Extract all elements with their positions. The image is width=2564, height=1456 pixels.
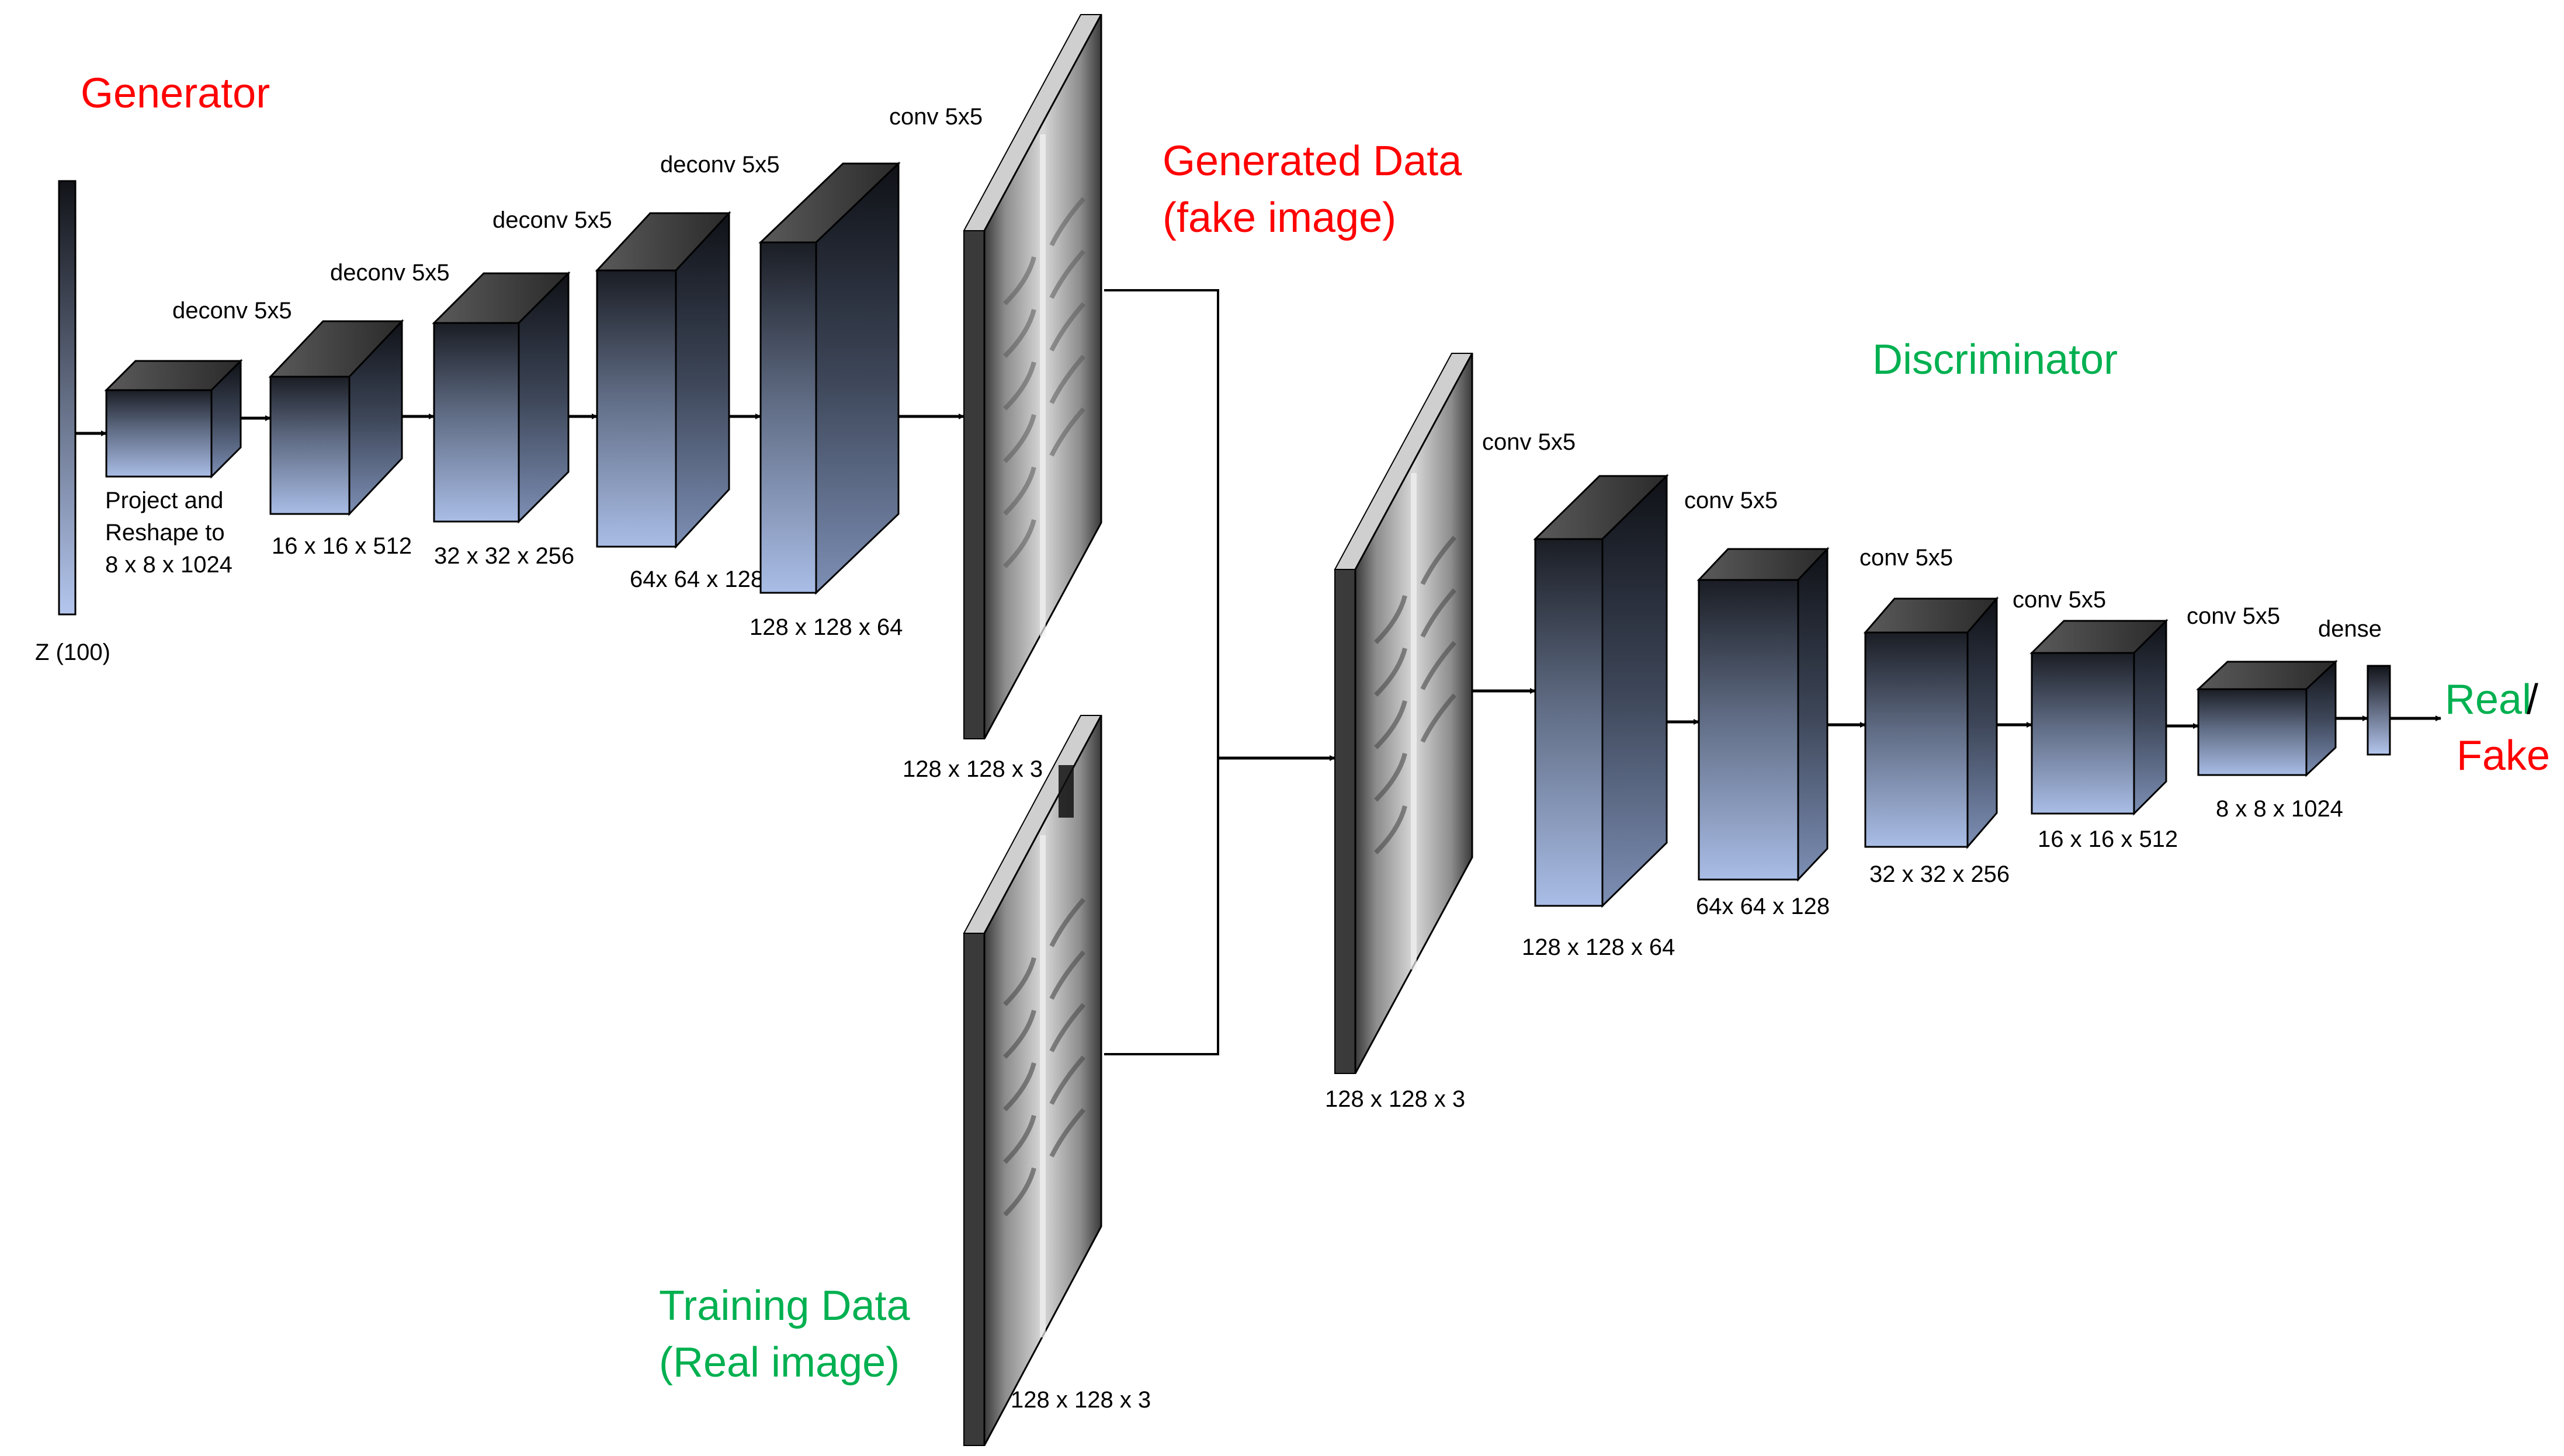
disc-layer-2-block (1696, 547, 1830, 882)
generator-title: Generator (81, 70, 270, 117)
training-data-title-1: Training Data (659, 1283, 910, 1329)
disc-dims-label-1: 128 x 128 x 64 (1522, 934, 1675, 960)
disc-op-label-2: conv 5x5 (1859, 545, 1953, 571)
project-label-3: 8 x 8 x 1024 (105, 552, 233, 578)
disc-layer-4-block (2029, 618, 2169, 816)
project-reshape-block (104, 359, 243, 479)
gen-dims-label-2: 32 x 32 x 256 (434, 543, 574, 569)
gen-layer-3-block (595, 211, 731, 549)
disc-dims-label-3: 32 x 32 x 256 (1869, 861, 2010, 887)
gen-op-label-4: deconv 5x5 (660, 152, 780, 178)
generated-data-title-1: Generated Data (1163, 138, 1462, 185)
disc-input-dims-label: 128 x 128 x 3 (1325, 1086, 1465, 1112)
disc-layer-3-block (1863, 596, 1999, 850)
gen-op-label-2: deconv 5x5 (330, 260, 450, 286)
training-data-title-2: (Real image) (659, 1339, 900, 1386)
project-label-1: Project and (105, 488, 223, 513)
gen-layer-4-block (758, 161, 901, 595)
z-vector-bar (58, 180, 77, 616)
disc-op-label-1: conv 5x5 (1684, 488, 1778, 513)
disc-op-label-3: conv 5x5 (2013, 587, 2106, 613)
disc-dims-label-5: 8 x 8 x 1024 (2216, 796, 2343, 822)
gen-dims-label-3: 64x 64 x 128 (630, 567, 764, 592)
generated-data-title-2: (fake image) (1163, 194, 1396, 241)
dense-layer-bar (2367, 665, 2391, 756)
disc-dims-label-2: 64x 64 x 128 (1696, 894, 1830, 919)
gen-dims-label-4: 128 x 128 x 64 (750, 614, 903, 640)
gen-layer-1-block (268, 319, 404, 516)
gen-layer-2-block (432, 271, 571, 524)
output-fake-label: Fake (2457, 732, 2550, 779)
merge-connector (1104, 289, 1219, 1055)
discriminator-input-xray-image (1334, 353, 1473, 1074)
disc-layer-5-block (2196, 659, 2338, 777)
disc-op-label-4: conv 5x5 (2187, 603, 2280, 629)
disc-op-label-0: conv 5x5 (1482, 429, 1576, 455)
output-real-label: Real (2445, 676, 2531, 723)
gen-op-label-3: deconv 5x5 (492, 207, 612, 233)
gen-dims-label-1: 16 x 16 x 512 (272, 533, 412, 559)
disc-dims-label-4: 16 x 16 x 512 (2038, 826, 2178, 852)
gen-output-op-label: conv 5x5 (889, 104, 983, 130)
training-dims-label: 128 x 128 x 3 (1011, 1387, 1151, 1413)
gen-op-label-1: deconv 5x5 (172, 298, 292, 324)
discriminator-title: Discriminator (1872, 336, 2118, 383)
dense-label: dense (2318, 616, 2382, 642)
disc-layer-1-block (1533, 474, 1669, 908)
z-vector-label: Z (100) (35, 640, 110, 665)
training-real-xray-image (963, 715, 1102, 1446)
generated-dims-label: 128 x 128 x 3 (903, 756, 1043, 782)
output-slash-label: / (2527, 676, 2538, 723)
generated-fake-xray-image (963, 14, 1102, 739)
project-label-2: Reshape to (105, 520, 225, 545)
